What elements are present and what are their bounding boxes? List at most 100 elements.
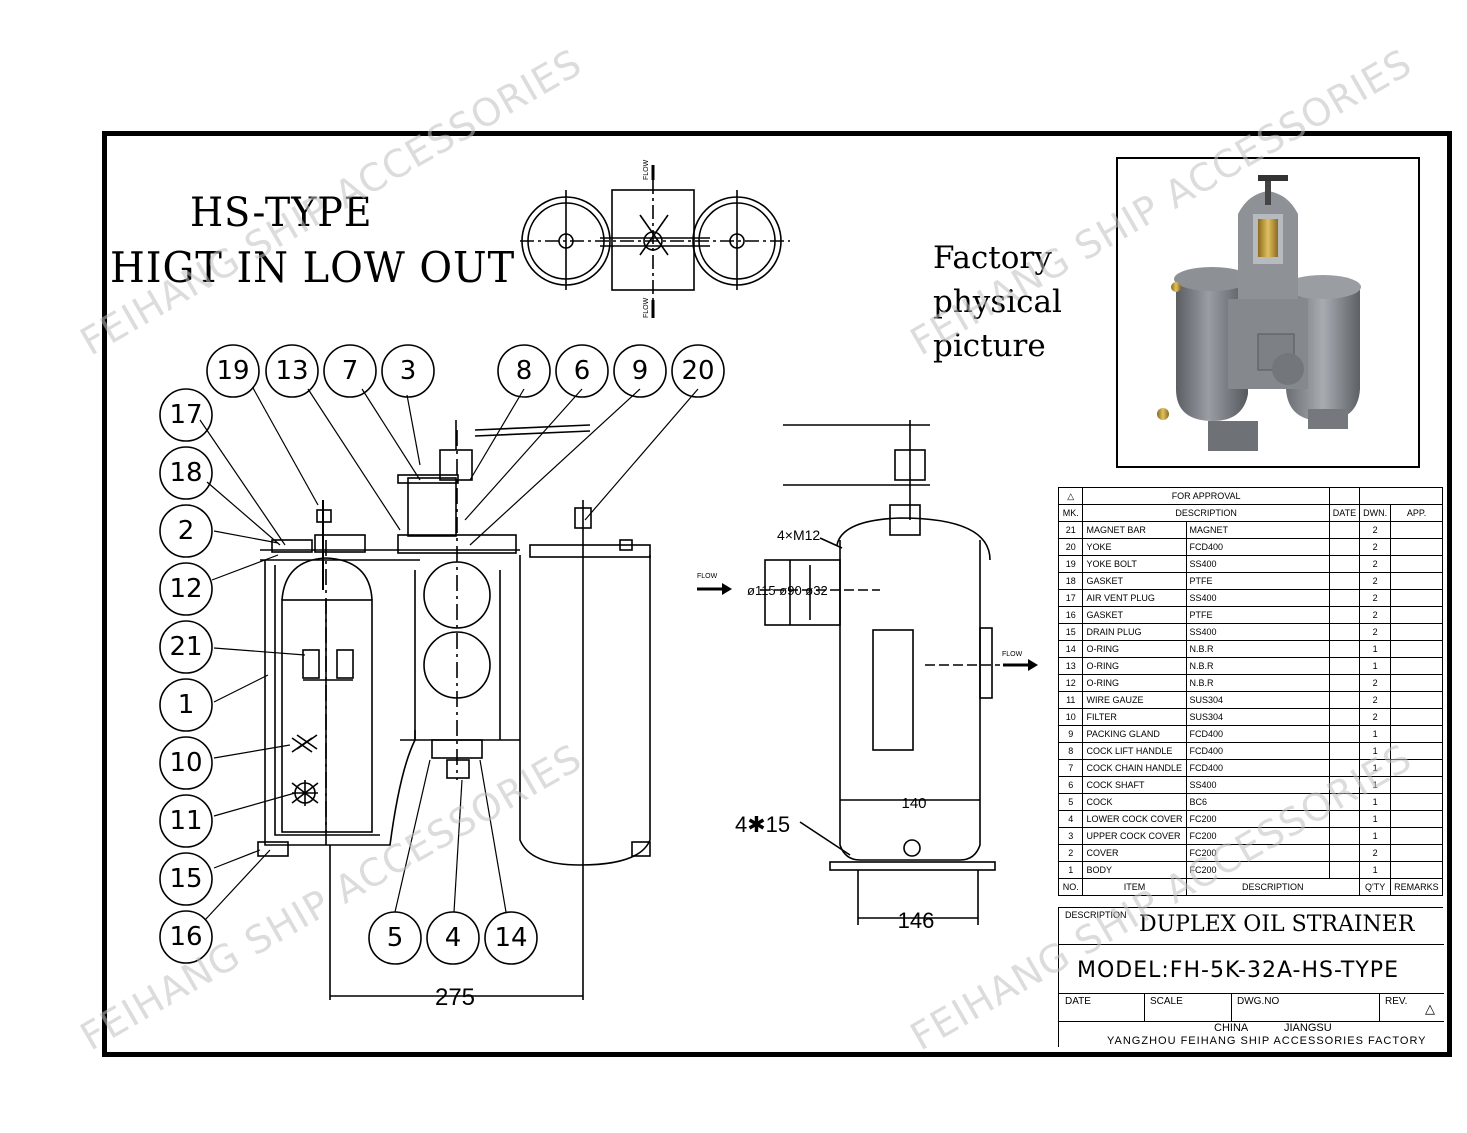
part-spacer	[1328, 623, 1361, 641]
part-spacer	[1328, 844, 1361, 862]
part-spacer	[1328, 538, 1361, 556]
drawing-subtitle: HIGT IN LOW OUT	[110, 243, 516, 292]
part-qty: 2	[1359, 691, 1392, 709]
mk-label: MK.	[1057, 504, 1084, 522]
part-no: 16	[1057, 606, 1084, 624]
header-no: NO.	[1057, 878, 1084, 896]
callout-8: 8	[516, 356, 533, 386]
part-remarks	[1390, 844, 1443, 862]
part-material: FCD400	[1185, 538, 1330, 556]
part-spacer	[1328, 861, 1361, 879]
part-item: MAGNET BAR	[1082, 521, 1187, 539]
factory-label-line2: physical	[933, 284, 1062, 320]
header-qty: Q'TY	[1359, 878, 1392, 896]
part-qty: 2	[1359, 572, 1392, 590]
part-no: 12	[1057, 674, 1084, 692]
part-material: PTFE	[1185, 606, 1330, 624]
part-qty: 1	[1359, 827, 1392, 845]
part-no: 11	[1057, 691, 1084, 709]
part-item: UPPER COCK COVER	[1082, 827, 1187, 845]
part-remarks	[1390, 572, 1443, 590]
part-spacer	[1328, 606, 1361, 624]
flow-in-label: FLOW	[697, 573, 718, 580]
dim-mount: 4✱15	[735, 812, 790, 837]
part-item: O-RING	[1082, 674, 1187, 692]
callout-17: 17	[169, 400, 202, 430]
callout-13: 13	[275, 356, 308, 386]
date-label: DATE	[1065, 996, 1091, 1007]
part-spacer	[1328, 589, 1361, 607]
part-spacer	[1328, 708, 1361, 726]
part-qty: 1	[1359, 657, 1392, 675]
part-remarks	[1390, 538, 1443, 556]
approval-app-cell	[1359, 487, 1443, 505]
model-number: MODEL:FH-5K-32A-HS-TYPE	[1077, 958, 1399, 983]
factory-name: YANGZHOU FEIHANG SHIP ACCESSORIES FACTOR…	[1107, 1035, 1427, 1047]
title-divider-3	[1059, 1021, 1444, 1022]
part-qty: 2	[1359, 521, 1392, 539]
part-no: 14	[1057, 640, 1084, 658]
approval-row: △ FOR APPROVAL	[1057, 487, 1443, 505]
revision-triangle-icon: △	[1057, 487, 1084, 505]
part-remarks	[1390, 691, 1443, 709]
part-no: 19	[1057, 555, 1084, 573]
callout-4: 4	[445, 923, 462, 953]
part-item: COCK CHAIN HANDLE	[1082, 759, 1187, 777]
part-spacer	[1328, 691, 1361, 709]
approval-header-row: MK. DESCRIPTION DATE DWN. APP.	[1057, 504, 1443, 522]
dwg-label: DWG.NO	[1237, 996, 1280, 1007]
part-material: SUS304	[1185, 708, 1330, 726]
part-no: 9	[1057, 725, 1084, 743]
country: CHINA	[1214, 1022, 1249, 1034]
side-view	[760, 420, 1000, 925]
part-material: N.B.R	[1185, 657, 1330, 675]
callout-3: 3	[400, 356, 417, 386]
part-spacer	[1328, 674, 1361, 692]
part-qty: 1	[1359, 725, 1392, 743]
part-spacer	[1328, 657, 1361, 675]
callout-14: 14	[494, 923, 527, 953]
callout-bubbles	[159, 344, 725, 965]
part-material: FCD400	[1185, 759, 1330, 777]
scale-label: SCALE	[1150, 996, 1183, 1007]
factory-label-line1: Factory	[933, 240, 1052, 276]
part-spacer	[1328, 827, 1361, 845]
part-qty: 2	[1359, 538, 1392, 556]
callout-18: 18	[169, 458, 202, 488]
approval-app-label: APP.	[1390, 504, 1443, 522]
title-divider-1	[1059, 944, 1444, 945]
callout-2: 2	[178, 516, 195, 546]
part-no: 3	[1057, 827, 1084, 845]
part-item: FILTER	[1082, 708, 1187, 726]
header-item: ITEM	[1082, 878, 1187, 896]
callout-6: 6	[574, 356, 591, 386]
callout-numbers: 19 13 7 3 8 6 9 20 17 18 2 12 21 1 10 11…	[169, 356, 714, 953]
tb-sep-2	[1231, 994, 1232, 1021]
part-item: LOWER COCK COVER	[1082, 810, 1187, 828]
part-item: AIR VENT PLUG	[1082, 589, 1187, 607]
part-material: SS400	[1185, 623, 1330, 641]
part-qty: 2	[1359, 623, 1392, 641]
part-material: MAGNET	[1185, 521, 1330, 539]
part-no: 18	[1057, 572, 1084, 590]
product-name: DUPLEX OIL STRAINER	[1139, 912, 1415, 937]
factory-label-line3: picture	[933, 328, 1046, 364]
part-spacer	[1328, 742, 1361, 760]
dim-diameters: ø115 ø90 ø32	[747, 583, 828, 598]
part-spacer	[1328, 725, 1361, 743]
approval-date-label: DATE	[1328, 504, 1361, 522]
callout-19: 19	[216, 356, 249, 386]
part-qty: 2	[1359, 589, 1392, 607]
part-remarks	[1390, 640, 1443, 658]
flow-bottom-label: FLOW	[643, 297, 650, 318]
callout-20: 20	[681, 356, 714, 386]
